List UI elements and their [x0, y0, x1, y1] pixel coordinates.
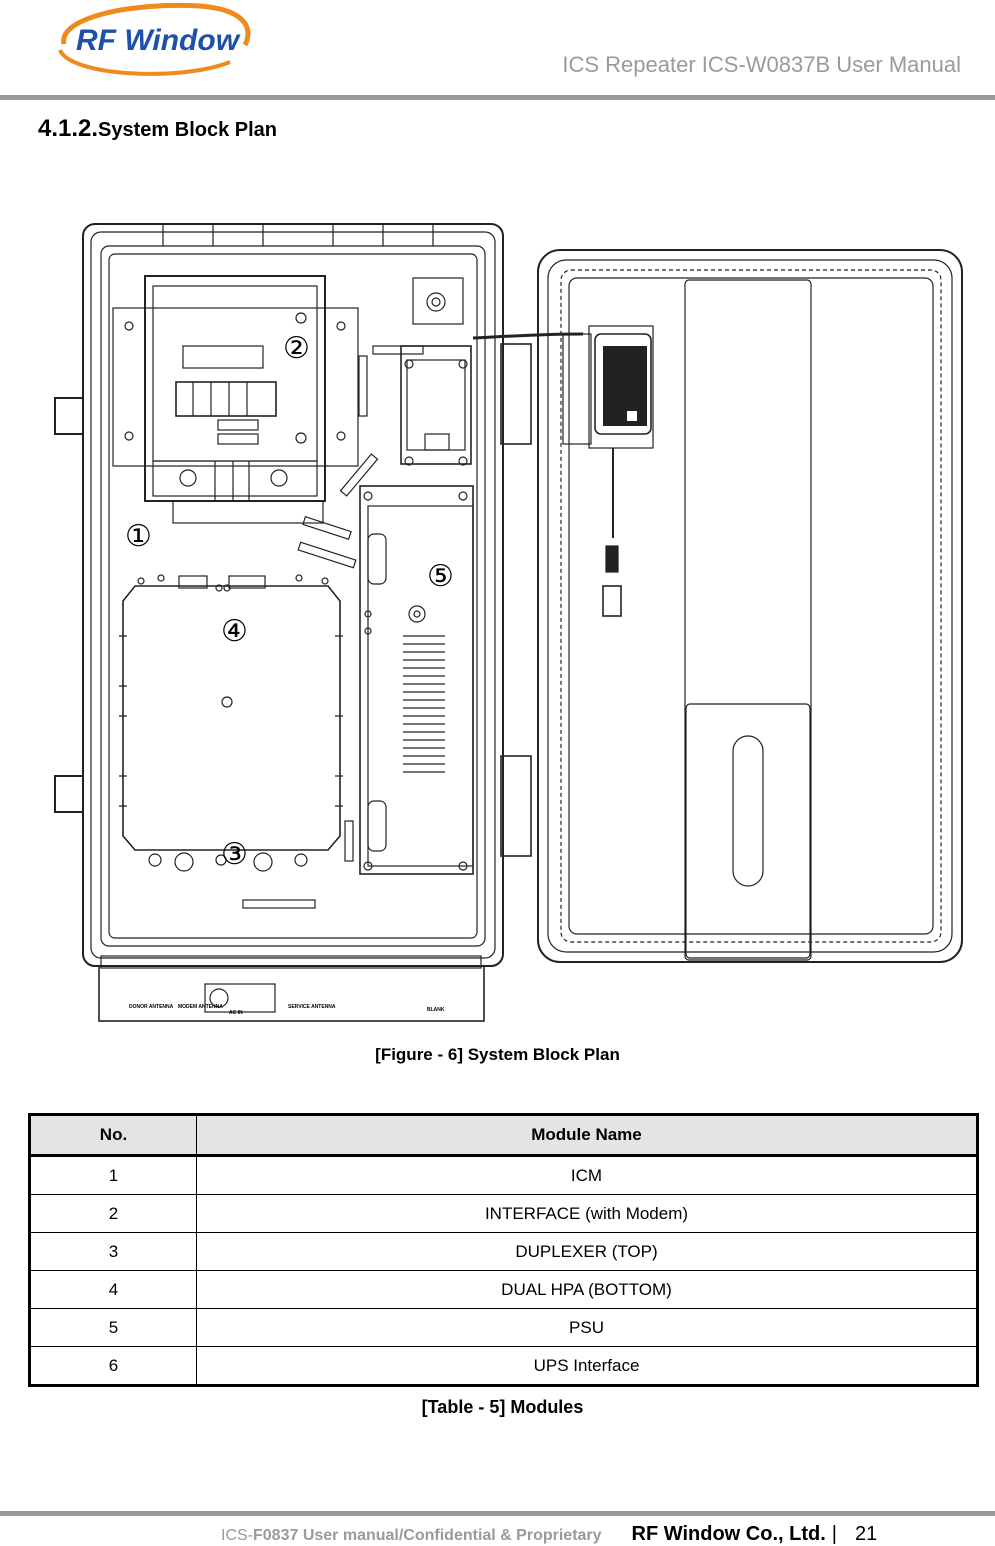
- callout-5: ⑤: [427, 559, 454, 594]
- callout-2: ②: [283, 331, 310, 366]
- row-no: 4: [29, 1270, 197, 1309]
- page-number: 21: [854, 1523, 878, 1545]
- row-no: 3: [29, 1232, 197, 1271]
- section-heading: 4.1.2.System Block Plan: [38, 115, 277, 143]
- row-module: UPS Interface: [196, 1346, 978, 1386]
- label-blank: BLANK: [427, 1007, 445, 1013]
- footer-rule: [0, 1511, 995, 1516]
- header-module-name: Module Name: [196, 1114, 978, 1157]
- row-no: 5: [29, 1308, 197, 1347]
- row-no: 6: [29, 1346, 197, 1386]
- label-service-antenna: SERVICE ANTENNA: [288, 1004, 336, 1010]
- table-caption: [Table - 5] Modules: [421, 1397, 584, 1417]
- label-modem-antenna: MODEM ANTENNA: [178, 1004, 223, 1010]
- label-ac-in: AC IN: [229, 1010, 243, 1016]
- footer: ICS-F0837 User manual/Confidential & Pro…: [221, 1523, 877, 1546]
- row-module: ICM: [196, 1155, 978, 1195]
- header-no: No.: [29, 1114, 197, 1157]
- section-title: System Block Plan: [98, 119, 278, 141]
- label-donor-antenna: DONOR ANTENNA: [129, 1004, 174, 1010]
- footer-prefix: ICS-: [221, 1527, 253, 1544]
- row-module: INTERFACE (with Modem): [196, 1194, 978, 1233]
- section-number: 4.1.2.: [38, 115, 99, 142]
- header-rule: [0, 95, 995, 100]
- footer-separator: |: [831, 1523, 837, 1545]
- document-title: ICS Repeater ICS-W0837B User Manual: [562, 52, 961, 77]
- callout-4: ④: [221, 614, 248, 649]
- footer-doc-id: F0837 User manual/Confidential & Proprie…: [253, 1527, 602, 1544]
- row-no: 1: [29, 1155, 197, 1195]
- footer-company: RF Window Co., Ltd.: [631, 1523, 826, 1545]
- row-no: 2: [29, 1194, 197, 1233]
- row-module: PSU: [196, 1308, 978, 1347]
- logo-text: RF Window: [76, 24, 241, 57]
- callout-3: ③: [221, 837, 248, 872]
- table-header-row: No. Module Name: [29, 1114, 978, 1157]
- figure-caption: [Figure - 6] System Block Plan: [375, 1045, 620, 1064]
- row-module: DUAL HPA (BOTTOM): [196, 1270, 978, 1309]
- row-module: DUPLEXER (TOP): [196, 1232, 978, 1271]
- rf-window-logo: RF Window: [58, 2, 251, 76]
- system-block-plan-drawing: ① ② ③ ④ ⑤ DONOR ANTENNA MODEM ANTENNA AC…: [54, 223, 963, 1022]
- callout-1: ①: [125, 519, 152, 554]
